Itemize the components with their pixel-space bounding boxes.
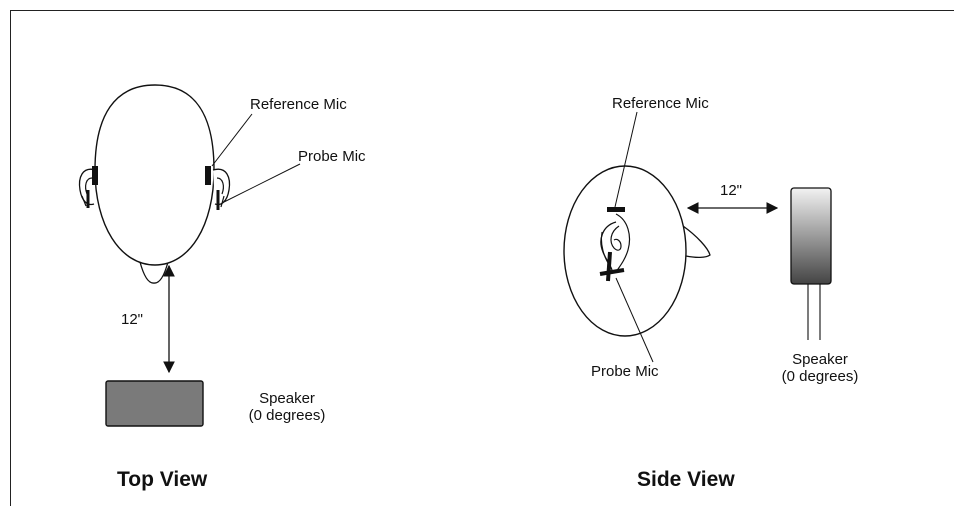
top-view-probe-mic-label: Probe Mic xyxy=(298,148,366,165)
top-view-title: Top View xyxy=(117,468,208,491)
top-view-head-outline xyxy=(94,84,215,266)
side-view-speaker-label-line2: (0 degrees) xyxy=(781,368,859,385)
top-view-distance-label: 12" xyxy=(121,311,144,328)
side-view-ear xyxy=(599,207,631,282)
side-view-reference-mic xyxy=(607,207,625,212)
side-view-probe-clip xyxy=(599,268,625,276)
top-view-right-ear xyxy=(205,166,231,210)
top-view-head xyxy=(94,84,215,284)
side-view-head-outline xyxy=(563,165,687,337)
side-view-probe-mic-label: Probe Mic xyxy=(591,363,659,380)
side-view-probe-tube xyxy=(606,251,612,282)
side-view-distance-label: 12" xyxy=(720,182,743,199)
frame-left-border xyxy=(10,10,11,506)
frame-top-border xyxy=(10,10,954,11)
side-view-speaker xyxy=(790,187,832,285)
top-view-right-reference-mic xyxy=(205,166,211,185)
top-view-speaker xyxy=(105,380,204,427)
side-view-title: Side View xyxy=(637,468,735,491)
side-view-speaker-label-line1: Speaker xyxy=(792,351,848,368)
side-view-reference-mic-label: Reference Mic xyxy=(612,95,709,112)
top-view-left-ear xyxy=(78,166,98,208)
side-view-probe-mic-leader xyxy=(615,277,654,363)
side-view-reference-mic-leader xyxy=(614,111,638,208)
side-view-ear-bump xyxy=(682,225,711,259)
top-view-speaker-label-line1: Speaker xyxy=(259,390,315,407)
top-view-reference-mic-label: Reference Mic xyxy=(250,96,347,113)
top-view-probe-mic-leader xyxy=(223,163,301,203)
top-view-speaker-label-line2: (0 degrees) xyxy=(248,407,326,424)
top-view-reference-mic-leader xyxy=(211,113,253,167)
top-view-left-reference-mic xyxy=(92,166,98,185)
